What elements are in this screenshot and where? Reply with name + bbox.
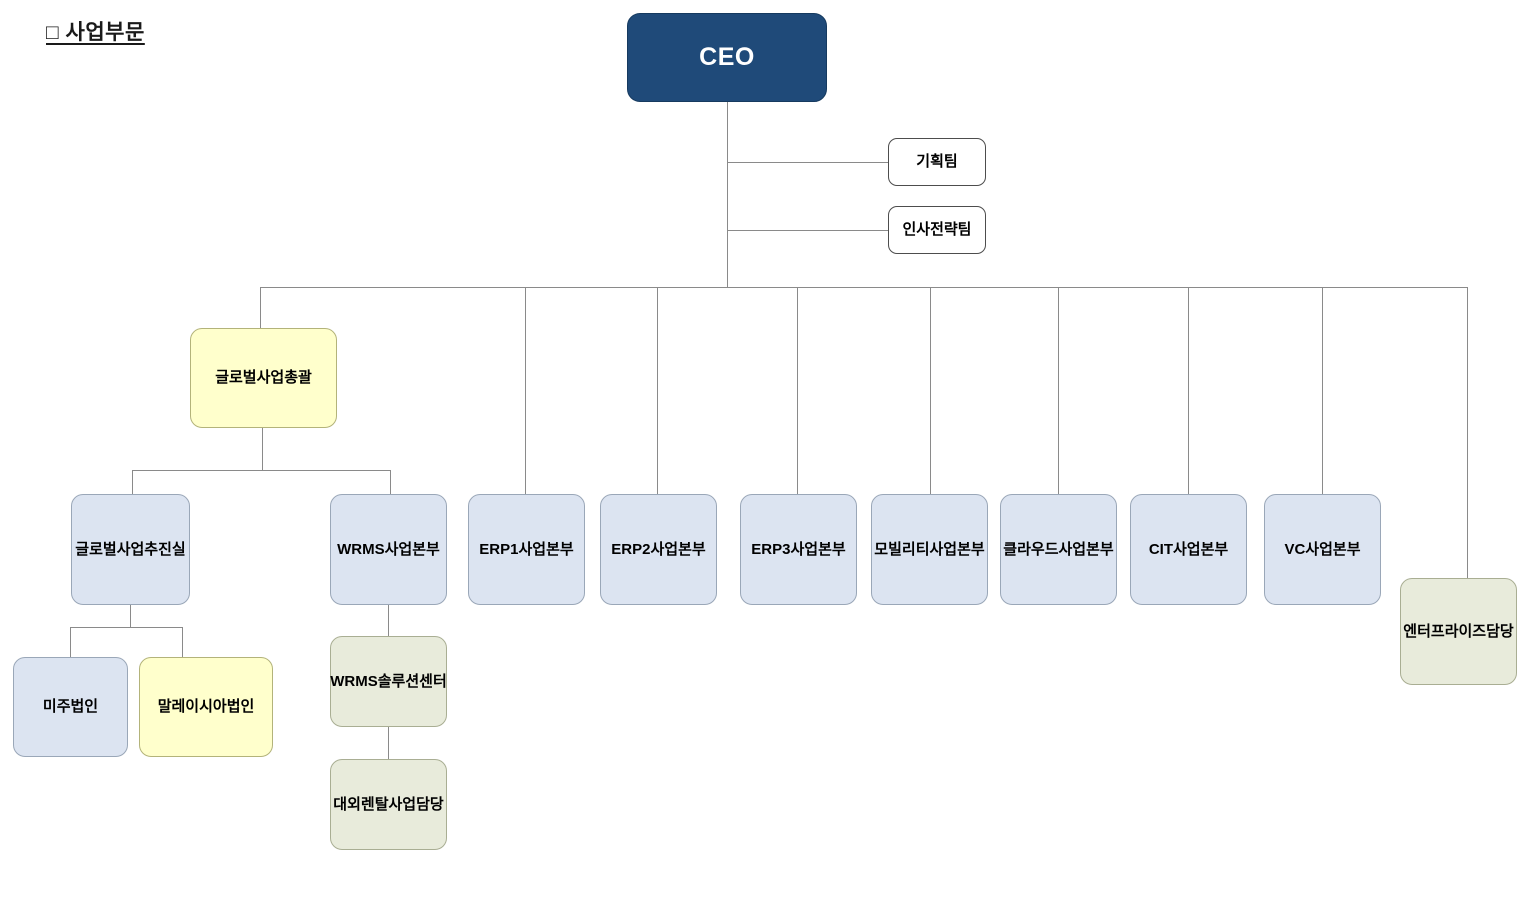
connector-drop-cloud	[1058, 287, 1059, 494]
node-vc-division-label: VC사업본부	[1284, 540, 1361, 558]
node-cit-division-label: CIT사업본부	[1148, 540, 1229, 558]
node-external-rental-business-label: 대외렌탈사업담당	[333, 795, 444, 813]
node-cloud-division[interactable]: 클라우드사업본부	[1000, 494, 1117, 605]
node-erp3-division[interactable]: ERP3사업본부	[740, 494, 857, 605]
node-americas-corp[interactable]: 미주법인	[13, 657, 128, 757]
connector-drop-vc	[1322, 287, 1323, 494]
connector-ceo-to-planning-team	[727, 162, 888, 163]
connector-drop-americas	[70, 627, 71, 657]
connector-global-office-bar	[70, 627, 183, 628]
connector-global-head-stem	[262, 428, 263, 470]
connector-drop-enterprise	[1467, 287, 1468, 578]
connector-drop-erp2	[657, 287, 658, 494]
node-erp1-division[interactable]: ERP1사업본부	[468, 494, 585, 605]
node-hr-strategy-team[interactable]: 인사전략팀	[888, 206, 986, 254]
page-title: □ 사업부문	[46, 21, 145, 44]
node-americas-corp-label: 미주법인	[42, 698, 99, 716]
connector-drop-wrms	[390, 470, 391, 494]
node-planning-team[interactable]: 기획팀	[888, 138, 986, 186]
node-cit-division[interactable]: CIT사업본부	[1130, 494, 1247, 605]
node-wrms-solution-center[interactable]: WRMS솔루션센터	[330, 636, 447, 727]
connector-wrms-to-solution-center	[388, 605, 389, 636]
connector-global-head-bar	[132, 470, 390, 471]
connector-drop-malaysia	[182, 627, 183, 657]
connector-solution-center-to-rental	[388, 727, 389, 759]
connector-ceo-to-hr-strategy-team	[727, 230, 888, 231]
node-erp1-division-label: ERP1사업본부	[479, 540, 574, 558]
node-mobility-division[interactable]: 모빌리티사업본부	[871, 494, 988, 605]
node-global-business-head-label: 글로벌사업총괄	[215, 369, 312, 387]
connector-global-office-stem	[130, 605, 131, 627]
node-external-rental-business[interactable]: 대외렌탈사업담당	[330, 759, 447, 850]
connector-drop-erp1	[525, 287, 526, 494]
node-vc-division[interactable]: VC사업본부	[1264, 494, 1381, 605]
node-ceo-label: CEO	[699, 43, 755, 72]
connector-ceo-stem	[727, 102, 728, 288]
connector-main-bus	[260, 287, 1468, 288]
node-planning-team-label: 기획팀	[916, 153, 958, 171]
node-erp3-division-label: ERP3사업본부	[751, 540, 846, 558]
node-erp2-division[interactable]: ERP2사업본부	[600, 494, 717, 605]
node-erp2-division-label: ERP2사업본부	[611, 540, 706, 558]
node-malaysia-corp-label: 말레이시아법인	[157, 698, 255, 716]
connector-drop-erp3	[797, 287, 798, 494]
connector-drop-mobility	[930, 287, 931, 494]
node-mobility-division-label: 모빌리티사업본부	[874, 540, 985, 558]
connector-drop-cit	[1188, 287, 1189, 494]
node-hr-strategy-team-label: 인사전략팀	[902, 221, 972, 239]
node-enterprise-unit-label: 엔터프라이즈담당	[1403, 622, 1514, 640]
connector-drop-global-office	[132, 470, 133, 494]
node-global-business-office[interactable]: 글로벌사업추진실	[71, 494, 190, 605]
node-cloud-division-label: 클라우드사업본부	[1003, 540, 1114, 558]
node-global-business-office-label: 글로벌사업추진실	[75, 540, 186, 558]
node-malaysia-corp[interactable]: 말레이시아법인	[139, 657, 273, 757]
node-ceo[interactable]: CEO	[627, 13, 827, 102]
node-wrms-division-label: WRMS사업본부	[337, 540, 440, 558]
node-global-business-head[interactable]: 글로벌사업총괄	[190, 328, 337, 428]
node-wrms-division[interactable]: WRMS사업본부	[330, 494, 447, 605]
node-wrms-solution-center-label: WRMS솔루션센터	[330, 672, 447, 690]
connector-drop-global-business-head	[260, 287, 261, 328]
node-enterprise-unit[interactable]: 엔터프라이즈담당	[1400, 578, 1517, 685]
